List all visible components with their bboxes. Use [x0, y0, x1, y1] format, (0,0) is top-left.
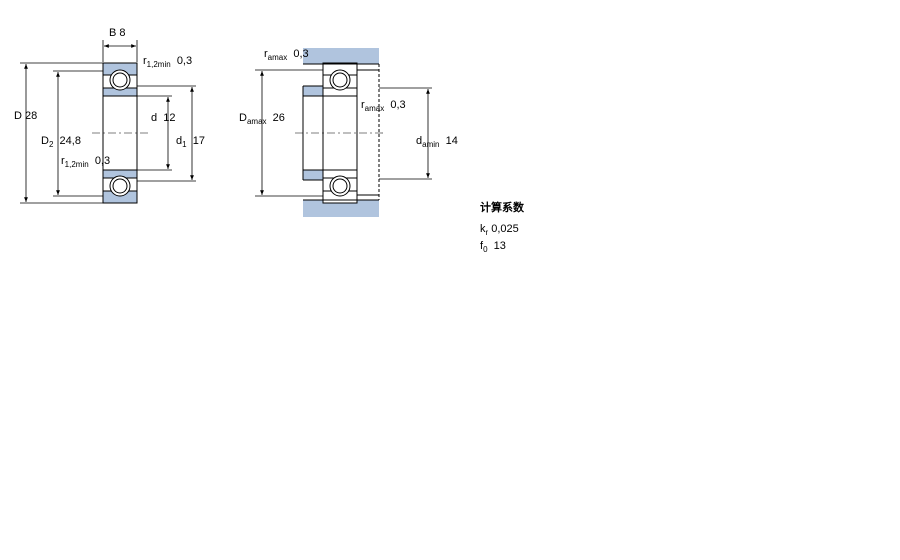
dim-Damax-sub: amax — [246, 117, 267, 126]
factor-f0-symbol: f — [480, 240, 484, 252]
dim-Damax-value: 26 — [272, 112, 285, 124]
mounting-section-right — [302, 48, 380, 217]
dim-r12-bottom-symbol: r — [61, 155, 65, 167]
dim-damin: damin 14 — [416, 135, 458, 149]
dim-r12-bottom: r1,2min 0,3 — [61, 155, 111, 169]
housing-top — [303, 48, 379, 64]
dim-r12-top-symbol: r — [143, 55, 147, 67]
shaft-top — [303, 86, 323, 96]
factor-f0-value: 13 — [493, 240, 506, 252]
dimension-lines-right — [255, 69, 432, 197]
dim-r12-bottom-value: 0,3 — [94, 155, 111, 167]
dim-d-symbol: d — [151, 112, 158, 124]
dim-r12-bottom-sub: 1,2min — [64, 160, 89, 169]
dimension-lines-left — [20, 40, 196, 204]
dim-Damax-symbol: D — [239, 112, 247, 124]
factor-kr-value: 0,025 — [491, 223, 519, 235]
dim-r12-top: r1,2min 0,3 — [143, 55, 193, 69]
dim-damin-symbol: d — [416, 135, 423, 147]
dim-r12-top-value: 0,3 — [176, 55, 193, 67]
dim-d: d 12 — [151, 112, 176, 124]
shaft-bottom — [303, 170, 323, 180]
dim-D-symbol: D — [14, 110, 22, 122]
dim-d1-sub: 1 — [182, 140, 187, 149]
dim-ramax-mid-value: 0,3 — [390, 99, 406, 111]
dim-D-value: 28 — [25, 110, 38, 122]
dim-d-value: 12 — [163, 112, 176, 124]
dim-D2-symbol: D — [41, 135, 49, 147]
dim-Damax: Damax 26 — [239, 112, 285, 126]
factor-kr-sub: r — [485, 228, 489, 237]
dim-ramax-top: ramax 0,3 — [264, 48, 309, 62]
dim-damin-sub: amin — [422, 140, 440, 149]
dim-ramax-mid-sub: amax — [364, 104, 385, 113]
dim-ramax-top-symbol: r — [264, 48, 268, 60]
dim-B-symbol: B — [109, 27, 117, 39]
dim-ramax-top-value: 0,3 — [293, 48, 309, 60]
dim-D2-value: 24,8 — [59, 135, 81, 147]
dim-B-value: 8 — [119, 27, 126, 39]
dim-ramax-mid-symbol: r — [361, 99, 365, 111]
dim-D2: D2 24,8 — [41, 135, 81, 149]
dim-d1-value: 17 — [192, 135, 205, 147]
factor-kr-symbol: k — [480, 223, 486, 235]
dim-ramax-mid: ramax 0,3 — [361, 99, 406, 113]
dim-D: D 28 — [14, 110, 37, 122]
factor-kr: kr 0,025 — [480, 221, 524, 238]
dim-D2-sub: 2 — [48, 140, 54, 149]
dim-damin-value: 14 — [445, 135, 458, 147]
dim-d1: d1 17 — [176, 135, 205, 149]
calc-factors-title: 计算系数 — [480, 202, 524, 214]
dim-r12-top-sub: 1,2min — [146, 60, 171, 69]
dim-d1-symbol: d — [176, 135, 183, 147]
factor-f0: f0 13 — [480, 238, 524, 255]
housing-bottom — [303, 200, 379, 217]
dim-ramax-top-sub: amax — [267, 53, 288, 62]
factor-f0-sub: 0 — [483, 245, 488, 254]
dim-B: B 8 — [109, 27, 126, 39]
calc-factors-panel: 计算系数 kr 0,025 f0 13 — [480, 199, 524, 255]
